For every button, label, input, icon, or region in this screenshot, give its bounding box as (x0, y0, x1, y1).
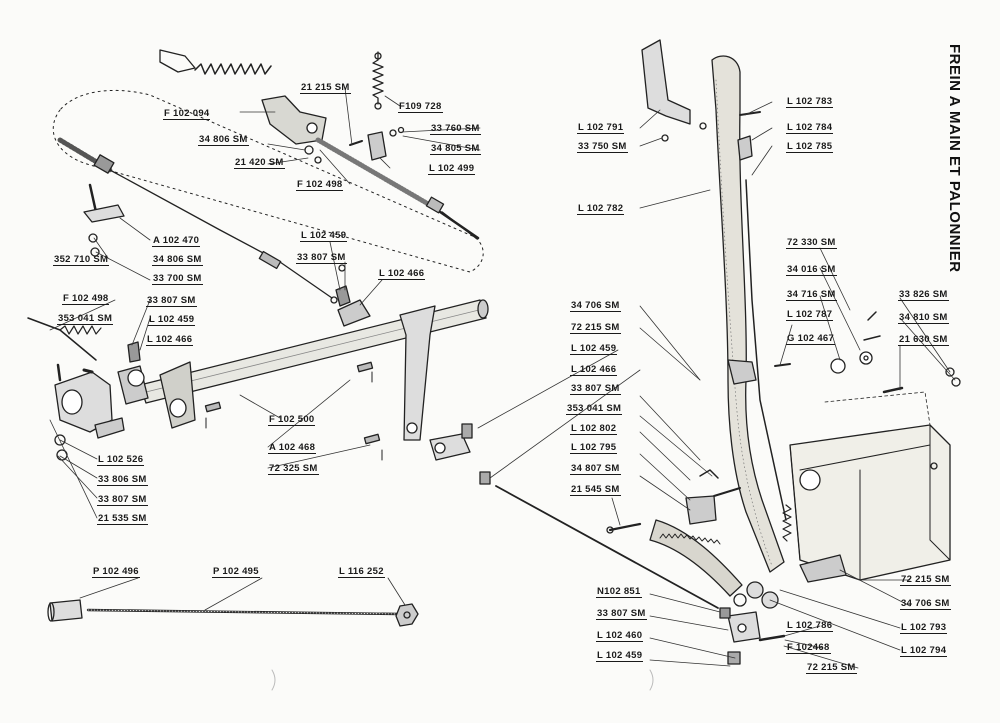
part-label: 72 325 SM (268, 463, 319, 475)
part-label: 21 630 SM (898, 334, 949, 346)
mounting-box (789, 424, 951, 581)
part-label: 34 706 SM (570, 300, 621, 312)
part-label: N102 851 (596, 586, 642, 598)
part-label: F 102 498 (296, 179, 344, 191)
part-label: L 102 782 (577, 203, 625, 215)
part-label: 34 810 SM (898, 312, 949, 324)
part-label: 33 826 SM (898, 289, 949, 301)
part-label: 353 041 SM (566, 403, 623, 415)
part-label: 72 215 SM (570, 322, 621, 334)
part-label: 72 215 SM (900, 574, 951, 586)
part-label: 34 805 SM (430, 143, 481, 155)
part-label: 72 215 SM (806, 662, 857, 674)
part-label: 21 420 SM (234, 157, 285, 169)
shaft-lever-mid (337, 299, 371, 327)
cable-spring-upper (194, 63, 272, 75)
part-label: 21 215 SM (300, 82, 351, 94)
part-label: L 102 526 (97, 454, 145, 466)
equalizer-bracket (261, 95, 327, 145)
shaft-lever-left (159, 361, 196, 429)
part-label: 34 807 SM (570, 463, 621, 475)
part-label: L 102 787 (786, 309, 834, 321)
part-label: 21 545 SM (570, 484, 621, 496)
part-label: 352 710 SM (53, 254, 110, 266)
part-label: L 102 793 (900, 622, 948, 634)
part-label: L 102 466 (570, 364, 618, 376)
part-label: A 102 468 (268, 442, 317, 454)
part-label: P 102 496 (92, 566, 140, 578)
ratchet-sector (649, 519, 743, 597)
part-label: L 102 783 (786, 96, 834, 108)
shaft-lever-right (399, 305, 436, 441)
cable-clip (367, 131, 387, 161)
rod-nut (395, 603, 419, 627)
part-label: L 102 459 (596, 650, 644, 662)
part-label: 33 807 SM (146, 295, 197, 307)
part-label: 33 807 SM (596, 608, 647, 620)
part-label: 33 807 SM (296, 252, 347, 264)
diagram-title: FREIN A MAIN ET PALONNIER (943, 44, 983, 294)
return-spring (59, 325, 102, 335)
part-label: L 102 459 (570, 343, 618, 355)
part-label: 33 807 SM (570, 383, 621, 395)
title-text: FREIN A MAIN ET PALONNIER (946, 44, 963, 273)
part-label: 353 041 SM (57, 313, 114, 325)
return-spring-lower (782, 504, 792, 542)
part-label: L 102 466 (146, 334, 194, 346)
cable-end-fork (159, 49, 196, 73)
part-label: 34 016 SM (786, 264, 837, 276)
part-label: 34 716 SM (786, 289, 837, 301)
part-label: L 102 459 (300, 230, 348, 242)
part-label: 34 806 SM (198, 134, 249, 146)
pull-rod (495, 485, 719, 609)
part-label: 34 806 SM (152, 254, 203, 266)
part-label: 33 807 SM (97, 494, 148, 506)
part-label: F 102 094 (163, 108, 211, 120)
part-label: 33 700 SM (152, 273, 203, 285)
part-label: P 102 495 (212, 566, 260, 578)
part-label: L 102 794 (900, 645, 948, 657)
part-label: L 102 459 (148, 314, 196, 326)
tension-spring (372, 51, 384, 105)
part-label: A 102 470 (152, 235, 201, 247)
lever-link-bracket (727, 359, 757, 385)
part-label: 34 706 SM (900, 598, 951, 610)
part-label: L 102 786 (786, 620, 834, 632)
part-label: F109 728 (398, 101, 443, 113)
pawl-rod (745, 179, 787, 521)
cable-sheath-outline (52, 89, 484, 273)
part-label: L 102 784 (786, 122, 834, 134)
adjuster-sleeve (49, 599, 83, 622)
part-label: L 102 802 (570, 423, 618, 435)
hand-brake-lever (711, 55, 785, 573)
part-label: G 102 467 (786, 333, 836, 345)
part-label: 33 806 SM (97, 474, 148, 486)
part-label: 33 760 SM (430, 123, 481, 135)
lever-grip-bracket (641, 39, 691, 125)
part-label: L 102 499 (428, 163, 476, 175)
part-label: L 116 252 (338, 566, 385, 578)
part-label: 21 535 SM (97, 513, 148, 525)
release-cam (685, 495, 717, 525)
part-label: 72 330 SM (786, 237, 837, 249)
part-label: L 102 795 (570, 442, 618, 454)
part-label: L 102 791 (577, 122, 625, 134)
part-label: F 102 500 (268, 414, 316, 426)
part-label: L 102 785 (786, 141, 834, 153)
part-label: L 102 460 (596, 630, 644, 642)
cable-bracket (83, 204, 125, 223)
part-label: 33 750 SM (577, 141, 628, 153)
part-label: F 102468 (786, 642, 831, 654)
part-label: F 102 498 (62, 293, 110, 305)
part-label: L 102 466 (378, 268, 426, 280)
